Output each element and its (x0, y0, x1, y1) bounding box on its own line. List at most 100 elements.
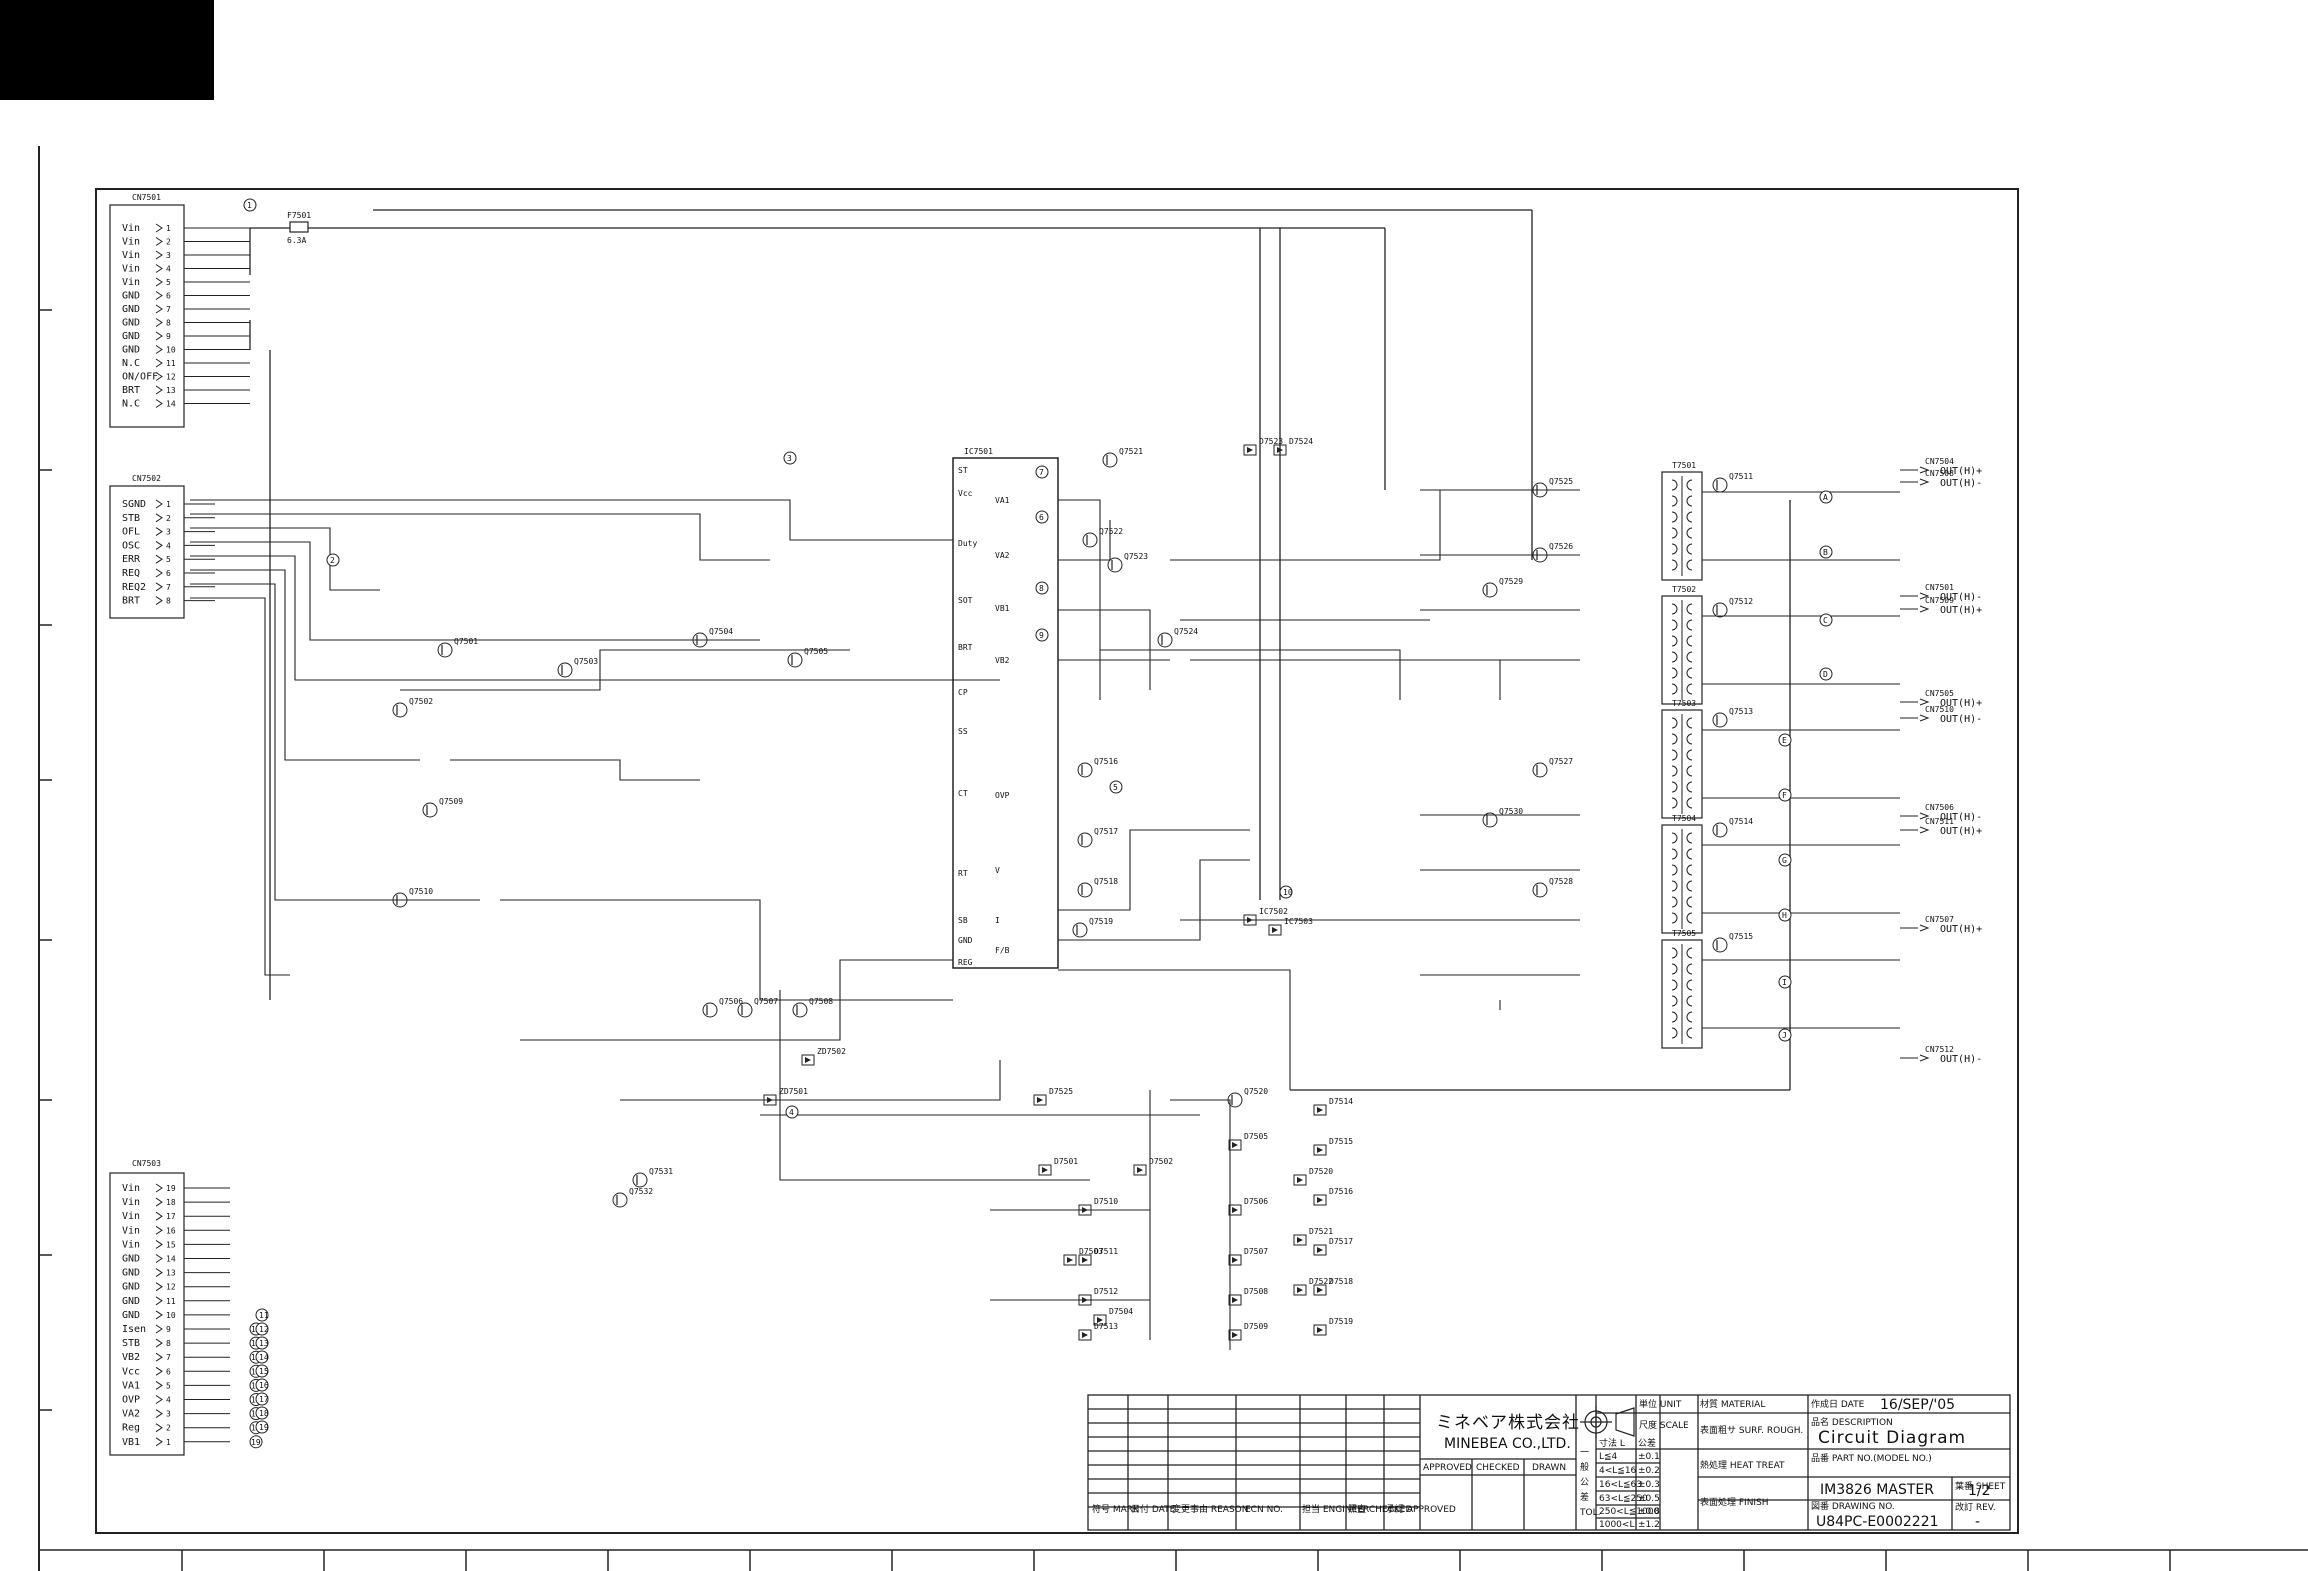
rev-value: - (1975, 1514, 1980, 1530)
output-label: OUT(H)- (1940, 592, 1982, 603)
diode-or-ic-symbol (801, 1054, 815, 1066)
ref-circle-marker-label: 6 (1039, 513, 1044, 522)
connector-pin-number: 17 (166, 1212, 176, 1221)
approved-col-label: 承認 APPROVED (1386, 1503, 1456, 1515)
connector-pin-label: GND (122, 331, 140, 342)
output-connector-id: CN7507 (1925, 915, 1954, 924)
ic-right-pin-label: I (995, 916, 1000, 925)
component-ref: Q7508 (809, 997, 833, 1006)
reason-label: 変更事由 REASON (1172, 1503, 1249, 1515)
connector-pin-number: 2 (166, 1424, 171, 1433)
transistor-symbol (1532, 882, 1548, 898)
component-ref: Q7511 (1729, 472, 1753, 481)
output-label: OUT(H)+ (1940, 605, 1982, 616)
component-ref: D7511 (1094, 1247, 1118, 1256)
connector-pin-label: VA2 (122, 1409, 140, 1420)
transistor-symbol (557, 662, 573, 678)
connector-pin-number: 7 (166, 583, 171, 592)
component-ref: D7506 (1244, 1197, 1268, 1206)
transformer-label: T7503 (1672, 699, 1696, 708)
projection-symbol (1580, 1406, 1635, 1438)
ref-circle-marker (1279, 885, 1293, 899)
connector-pin-number: 4 (166, 1396, 171, 1405)
connector-pin-label: Vin (122, 264, 140, 275)
connector-pin-number: 5 (166, 1381, 171, 1390)
ref-circle-marker (255, 1420, 269, 1434)
ref-circle-marker (255, 1378, 269, 1392)
transistor-symbol (1077, 762, 1093, 778)
tolerance-row-value: ±0.5 (1638, 1494, 1660, 1504)
connector-pin-label: VA1 (122, 1380, 140, 1391)
component-ref: Q7521 (1119, 447, 1143, 456)
ref-circle-marker (1819, 490, 1833, 504)
diode-or-ic-symbol (1268, 924, 1282, 936)
ref-circle-marker (1778, 908, 1792, 922)
transistor-symbol (792, 1002, 808, 1018)
component-ref: D7518 (1329, 1277, 1353, 1286)
component-ref: D7503 (1079, 1247, 1103, 1256)
connector-pin-label: BRT (122, 385, 140, 396)
component-ref: Q7520 (1244, 1087, 1268, 1096)
ref-circle-marker (255, 1406, 269, 1420)
diode-or-ic-symbol (1093, 1314, 1107, 1326)
ic-right-pin-label: V (995, 866, 1000, 875)
transistor-symbol (1107, 557, 1123, 573)
component-ref: Q7517 (1094, 827, 1118, 836)
ref-circle-label: 19 (251, 1438, 261, 1447)
component-ref: Q7506 (719, 997, 743, 1006)
mark-label: 符号 MARK (1092, 1503, 1140, 1515)
checked-col-label: 照査 CHECKED (1348, 1503, 1412, 1515)
ref-circle-marker-label: 2 (330, 556, 335, 565)
connector-pin-number: 13 (166, 386, 176, 395)
output-label: OUT(H)+ (1940, 466, 1982, 477)
ic-right-pin-label: F/B (995, 946, 1010, 955)
component-ref: D7501 (1054, 1157, 1078, 1166)
part-no-value: IM3826 MASTER (1820, 1482, 1934, 1498)
ref-circle-marker-label: 4 (789, 1108, 794, 1117)
ic-pin-label: ST (958, 466, 968, 475)
cn7502-title: CN7502 (132, 474, 161, 483)
connector-pin-number: 2 (166, 514, 171, 523)
output-label: OUT(H)- (1940, 1054, 1982, 1065)
transformer-body (1661, 939, 1703, 1049)
connector-pin-number: 7 (166, 1353, 171, 1362)
connector-pin-label: Isen (122, 1324, 146, 1335)
component-ref: D7508 (1244, 1287, 1268, 1296)
engineer-label: 担当 ENGINEER (1302, 1503, 1369, 1515)
connector-pin-number: 4 (166, 541, 171, 550)
ref-circle-marker-label: 12 (259, 1325, 269, 1334)
ref-circle-marker-label: 19 (259, 1423, 269, 1432)
output-connector-id: CN7508 (1925, 469, 1954, 478)
ref-circle-marker (1035, 628, 1049, 642)
ref-circle-marker (243, 198, 257, 212)
diode-or-ic-symbol (1228, 1204, 1242, 1216)
connector-pin-label: GND (122, 345, 140, 356)
component-ref: D7505 (1244, 1132, 1268, 1141)
connector-pin-number: 12 (166, 1283, 176, 1292)
diode-or-ic-symbol (1228, 1254, 1242, 1266)
transformer-label: T7502 (1672, 585, 1696, 594)
ref-circle-marker (1035, 465, 1049, 479)
connector-pin-label: OVP (122, 1395, 140, 1406)
output-label: OUT(H)- (1940, 714, 1982, 725)
diode-or-ic-symbol (1313, 1144, 1327, 1156)
ref-circle-marker (1778, 788, 1792, 802)
diode-or-ic-symbol (1273, 444, 1287, 456)
ref-circle-marker (255, 1350, 269, 1364)
output-connector-id: CN7505 (1925, 689, 1954, 698)
ref-circle-marker-label: G (1782, 856, 1787, 865)
diode-or-ic-symbol (1243, 914, 1257, 926)
connector-pin-label: VB2 (122, 1352, 140, 1363)
ref-circle-marker-label: H (1782, 911, 1787, 920)
ecn-label: ECN NO. (1245, 1505, 1283, 1515)
sheet-frame (38, 146, 2308, 1571)
diode-or-ic-symbol (1313, 1104, 1327, 1116)
connector-pin-number: 14 (166, 400, 176, 409)
sheet-label: 葉番 SHEET (1955, 1480, 2006, 1492)
connector-pin-label: VB1 (122, 1437, 140, 1448)
connector-pin-number: 16 (166, 1226, 176, 1235)
connector-pin-number: 11 (166, 359, 176, 368)
